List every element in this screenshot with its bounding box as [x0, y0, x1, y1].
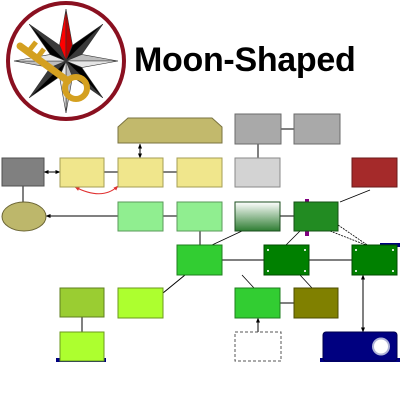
- logo-star: [13, 8, 119, 114]
- edge-connector: [285, 230, 301, 246]
- edge-lime1-greenyellow1: [162, 274, 186, 294]
- node-lightgreen-2: [176, 201, 223, 232]
- node-oval: [1, 201, 47, 232]
- node-handle: [355, 270, 357, 272]
- node-handle: [267, 249, 269, 251]
- key-icon: [16, 40, 90, 102]
- node-olive: [293, 287, 339, 319]
- node-khaki-2: [117, 157, 164, 188]
- key-tooth: [26, 40, 38, 54]
- node-green-2: [351, 244, 398, 276]
- compass-star-with-key-icon: [6, 1, 126, 121]
- node-khaki-1: [59, 157, 105, 188]
- node-gradient: [234, 201, 281, 232]
- edge-connector: [329, 230, 367, 246]
- node-handle: [267, 270, 269, 272]
- edge-layer: [22, 128, 377, 362]
- star-facet: [29, 23, 67, 62]
- edge-connector: [241, 274, 255, 289]
- node-forest: [293, 201, 339, 232]
- node-layer: [1, 113, 398, 362]
- node-darkgrey: [1, 157, 45, 187]
- node-green-1: [263, 244, 310, 276]
- node-handle: [304, 249, 306, 251]
- node-greenyellow-2: [59, 331, 105, 362]
- node-lime-1: [176, 244, 223, 276]
- node-handle: [355, 249, 357, 251]
- node-khaki-3: [176, 157, 223, 188]
- node-lightgrey: [234, 157, 281, 188]
- edge-connector: [299, 274, 313, 289]
- node-lightgreen-1: [117, 201, 164, 232]
- node-lime-2: [234, 287, 281, 319]
- node-darkred: [351, 157, 398, 188]
- node-greenyellow-1: [117, 287, 164, 319]
- edge-khaki1-khaki2-red: [74, 185, 119, 195]
- node-dashed: [234, 331, 282, 362]
- edge-connector: [339, 189, 371, 203]
- node-handle: [304, 270, 306, 272]
- moon-icon: [374, 339, 388, 354]
- key-tooth: [35, 47, 46, 60]
- page-title: Moon-Shaped: [134, 41, 356, 79]
- edge-connector: [337, 224, 377, 252]
- node-navy-moon: [322, 331, 398, 362]
- edge-connector: [211, 230, 243, 246]
- node-yellowgreen: [59, 287, 105, 318]
- node-top-banner: [117, 117, 223, 144]
- key-bow: [62, 74, 90, 102]
- node-grey-2: [293, 113, 341, 145]
- node-handle: [392, 270, 394, 272]
- node-handle: [392, 249, 394, 251]
- node-grey-1: [234, 113, 282, 145]
